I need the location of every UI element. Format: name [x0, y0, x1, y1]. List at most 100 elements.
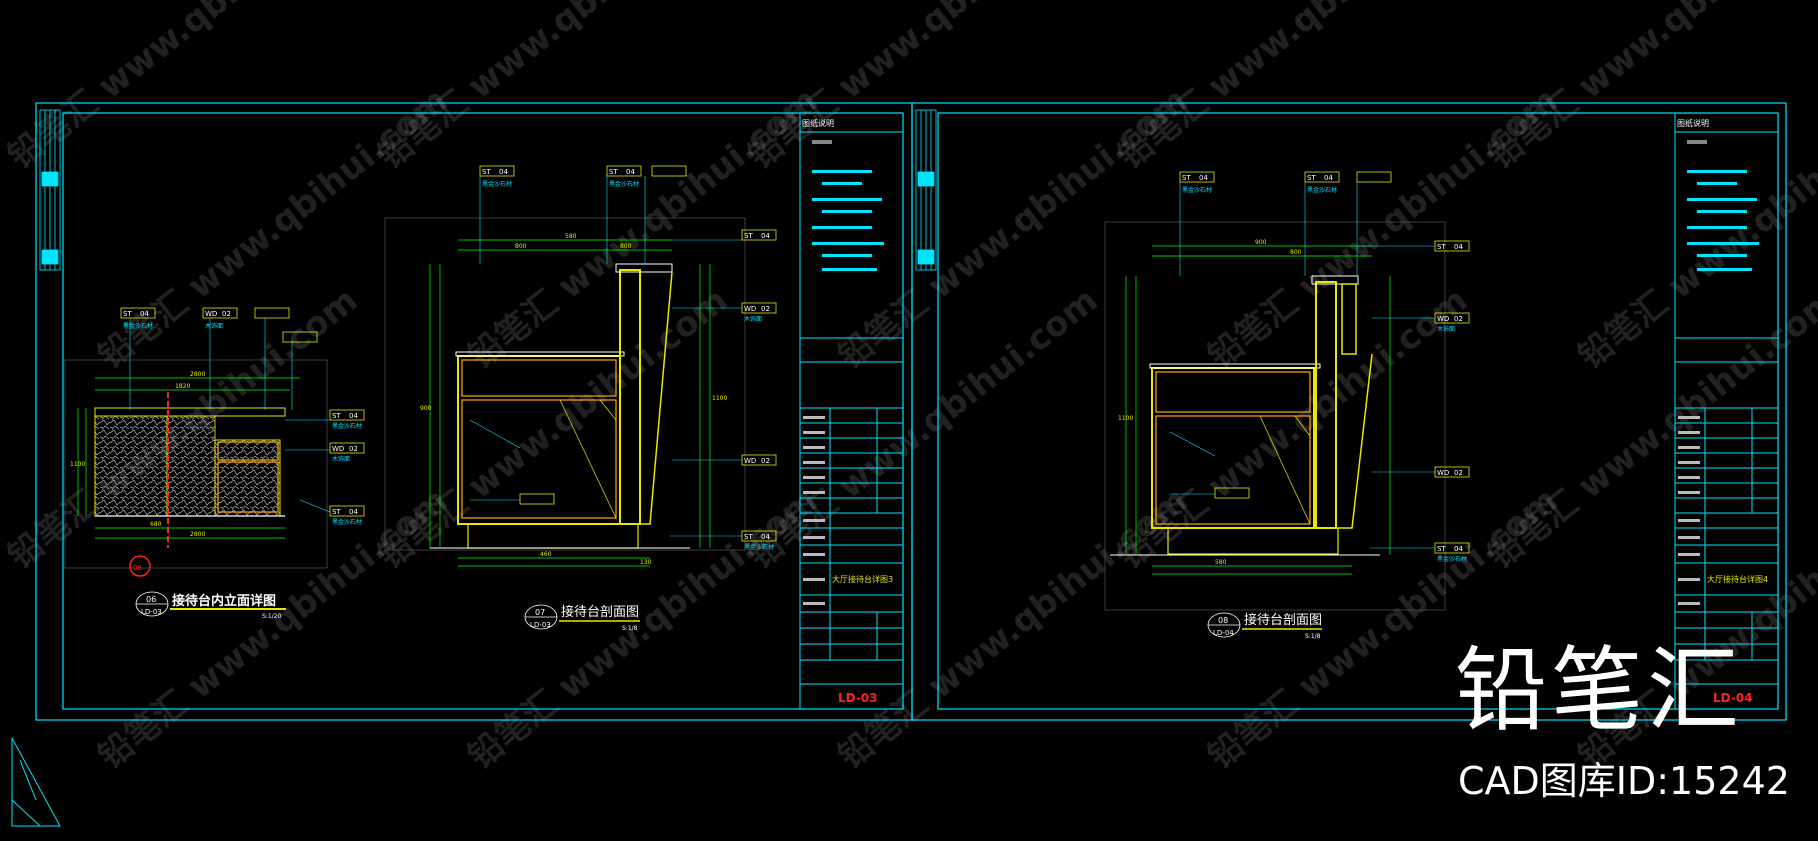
svg-text:08: 08 [133, 564, 142, 572]
ucs-icon [11, 737, 61, 827]
material-tag-number: 04 [761, 232, 770, 240]
sheet-2-outer-frame [911, 102, 1787, 721]
material-tag-number: 04 [349, 412, 358, 420]
material-note: 黑金沙石材 [1437, 555, 1467, 563]
material-note: 黑金沙石材 [123, 322, 153, 330]
material-tag-number: 04 [1454, 545, 1463, 553]
material-tag-code: ST [744, 533, 753, 541]
dim-label: 900 [420, 405, 432, 412]
material-tag-code: ST [1437, 243, 1446, 251]
material-tag-number: 04 [499, 168, 508, 176]
dim-label: 460 [540, 551, 552, 558]
dim-label: 800 [1290, 249, 1302, 256]
material-tag-code: ST [1182, 174, 1191, 182]
material-tag-number: 04 [1324, 174, 1333, 182]
material-tag-code: WD [744, 305, 756, 313]
material-tag-number: 02 [761, 305, 770, 313]
view-08-scale: S:1/8 [1305, 633, 1321, 640]
dim-label: 2800 [190, 531, 205, 538]
material-tag-number: 04 [1199, 174, 1208, 182]
sheet-2-notes-lines [1678, 140, 1759, 605]
material-tag-number: 02 [761, 457, 770, 465]
dim-label: 1100 [1118, 415, 1133, 422]
view-06-ref: LD-03 [141, 608, 162, 616]
stone-front-panel [94, 415, 168, 517]
dim-label: 580 [565, 233, 577, 240]
sheet-2-binding-strip [915, 109, 937, 271]
material-tag-number: 04 [626, 168, 635, 176]
material-note: 黑金沙石材 [1307, 186, 1337, 194]
watermark-brand: 铅笔汇 [1455, 637, 1744, 744]
material-tag-number: 04 [140, 310, 149, 318]
view-06-number: 06 [146, 595, 156, 604]
material-tag-code: ST [744, 232, 753, 240]
watermark-id: CAD图库ID:15242 [1458, 759, 1790, 803]
material-tag-code: WD [744, 457, 756, 465]
view-07-section: 580 800 800 900 460 130 1100 [384, 165, 777, 632]
material-note: 黑金沙石材 [332, 518, 362, 526]
material-note: 木饰面 [205, 322, 223, 330]
material-tag-code: WD [332, 445, 344, 453]
view-06-scale: S:1/20 [262, 613, 281, 620]
sheet-2-title-block [1674, 112, 1779, 710]
material-tag-code: ST [123, 310, 132, 318]
material-tag-code: ST [332, 508, 341, 516]
material-tag-code: WD [1437, 315, 1449, 323]
material-tag-number: 02 [349, 445, 358, 453]
dim-label: 130 [640, 559, 652, 566]
view-08-ref: LD-04 [1213, 629, 1234, 637]
sheet-2-notes-header: 图纸说明 [1677, 118, 1709, 128]
view-06-title: 接待台内立面详图 [172, 593, 276, 609]
material-note: 木饰面 [1437, 325, 1455, 333]
dim-label: 680 [150, 521, 162, 528]
watermark-repeat-text: 铅笔汇 www.qbihui.com [1, 0, 365, 177]
sheet-1-drawing-name: 大厅接待台详图3 [832, 574, 893, 584]
view-07-ref: LD-03 [530, 621, 551, 629]
sheet-2-number: LD-04 [1713, 691, 1753, 705]
sheet-1-number: LD-03 [838, 691, 878, 705]
material-tag-number: 02 [222, 310, 231, 318]
sheet-2-drawing-name: 大厅接待台详图4 [1707, 574, 1768, 584]
sheet-1-binding-strip [39, 109, 61, 271]
material-tag-number: 02 [1454, 315, 1463, 323]
material-tag-code: WD [205, 310, 217, 318]
dim-label: 2800 [190, 371, 205, 378]
sheet-1-title-block [799, 112, 904, 710]
view-08-title: 接待台剖面图 [1244, 612, 1322, 628]
watermark-repeat-text: 铅笔汇 www.qbihui.com [91, 480, 455, 777]
material-tag-code: ST [1437, 545, 1446, 553]
watermark-repeat-text: 铅笔汇 www.qbihui.com [831, 480, 1195, 777]
material-note: 黑金沙石材 [1182, 186, 1212, 194]
material-note: 黑金沙石材 [482, 180, 512, 188]
view-07-title: 接待台剖面图 [561, 604, 639, 620]
view-08-number: 08 [1218, 616, 1228, 625]
dim-label: 800 [515, 243, 527, 250]
material-tag-code: ST [1307, 174, 1316, 182]
sheet-ld-04: 图纸说明 大厅接待台详图4 LD-04 [911, 102, 1787, 721]
material-note: 木饰面 [332, 455, 350, 463]
dim-label: 1100 [712, 395, 727, 402]
sheet-1-notes-header: 图纸说明 [802, 118, 834, 128]
material-tag-number: 04 [761, 533, 770, 541]
material-note: 黑金沙石材 [609, 180, 639, 188]
material-tag-number: 04 [349, 508, 358, 516]
material-tag-code: ST [482, 168, 491, 176]
material-tag-number: 02 [1454, 469, 1463, 477]
material-note: 木饰面 [744, 315, 762, 323]
material-note: 黑金沙石材 [744, 543, 774, 551]
view-06-elevation: 08 2800 1820 1100 680 2800 [64, 307, 365, 620]
view-07-number: 07 [535, 608, 545, 617]
view-07-scale: S:1/8 [622, 625, 638, 632]
material-tag-code: WD [1437, 469, 1449, 477]
sheet-ld-03: 图纸说明 大厅接待台详图3 LD-03 [35, 102, 913, 721]
material-tag-number: 04 [1454, 243, 1463, 251]
sheet-1-notes-lines [803, 140, 884, 605]
dim-label: 1820 [175, 383, 190, 390]
dim-label: 1100 [70, 461, 85, 468]
material-tag-code: ST [609, 168, 618, 176]
dim-label: 800 [620, 243, 632, 250]
material-tag-code: ST [332, 412, 341, 420]
dim-label: 900 [1255, 239, 1267, 246]
view-08-section: 900 800 580 1100 ST 04 ST [1104, 171, 1470, 640]
